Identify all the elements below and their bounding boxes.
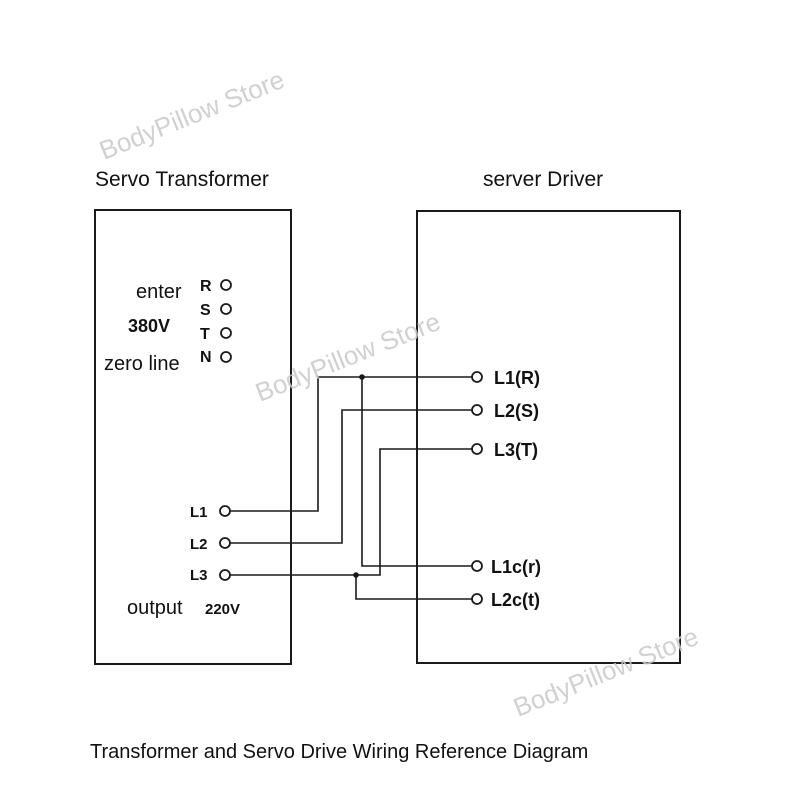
input-terminal-label: R [200, 278, 212, 295]
driver-terminal-label: L2(S) [494, 401, 539, 421]
transformer-box [94, 209, 292, 665]
output-terminal-label: L2 [190, 536, 208, 553]
terminal-circle [219, 537, 231, 549]
driver-terminal-label: L2c(t) [491, 590, 540, 610]
terminal-circle [220, 279, 232, 291]
driver-terminal-l2s: L2(S) [471, 401, 539, 421]
zero-line-label: zero line [104, 353, 180, 375]
driver-terminal-label: L3(T) [494, 440, 538, 460]
input-terminal-r: R [200, 278, 232, 295]
output-terminal-label: L3 [190, 567, 208, 584]
input-voltage-label: 380V [128, 316, 170, 336]
output-terminal-l3: L3 [190, 567, 231, 584]
driver-terminal-label: L1(R) [494, 368, 540, 388]
driver-terminal-l3t: L3(T) [471, 440, 538, 460]
wire-branch-l2ct [355, 575, 472, 600]
input-terminal-t: T [200, 326, 232, 343]
diagram-caption: Transformer and Servo Drive Wiring Refer… [90, 741, 588, 763]
junction-dot [359, 374, 365, 380]
driver-title: server Driver [483, 168, 603, 191]
junction-dot [353, 572, 359, 578]
wires [230, 376, 472, 600]
terminal-circle [471, 560, 483, 572]
terminal-circle [471, 371, 483, 383]
wire-l2-to-l2s [230, 409, 472, 544]
terminal-circle [219, 505, 231, 517]
watermark-text: BodyPillow Store [509, 621, 702, 722]
output-voltage-label: 220V [205, 601, 240, 618]
driver-terminal-label: L1c(r) [491, 557, 541, 577]
output-terminal-label: L1 [190, 504, 208, 521]
terminal-circle [220, 351, 232, 363]
transformer-title: Servo Transformer [95, 168, 269, 191]
terminal-circle [219, 569, 231, 581]
input-terminal-s: S [200, 302, 232, 319]
input-terminal-n: N [200, 349, 232, 366]
enter-label: enter [136, 281, 182, 303]
wire-l1-to-l1r [230, 376, 472, 512]
terminal-circle [471, 404, 483, 416]
output-label: output [127, 597, 183, 619]
driver-box [416, 210, 681, 664]
terminal-circle [220, 327, 232, 339]
driver-terminal-l2ct: L2c(t) [471, 590, 540, 610]
wire-branch-l1cr [361, 377, 472, 567]
output-terminal-l1: L1 [190, 504, 231, 521]
output-terminal-l2: L2 [190, 536, 231, 553]
watermark-text: BodyPillow Store [251, 306, 444, 407]
terminal-circle [220, 303, 232, 315]
input-terminal-label: S [200, 302, 211, 319]
wire-l3-to-l3t [230, 448, 472, 576]
input-terminal-label: N [200, 349, 212, 366]
terminal-circle [471, 593, 483, 605]
watermark-text: BodyPillow Store [95, 64, 288, 165]
driver-terminal-l1r: L1(R) [471, 368, 540, 388]
terminal-circle [471, 443, 483, 455]
driver-terminal-l1cr: L1c(r) [471, 557, 541, 577]
input-terminal-label: T [200, 326, 210, 343]
